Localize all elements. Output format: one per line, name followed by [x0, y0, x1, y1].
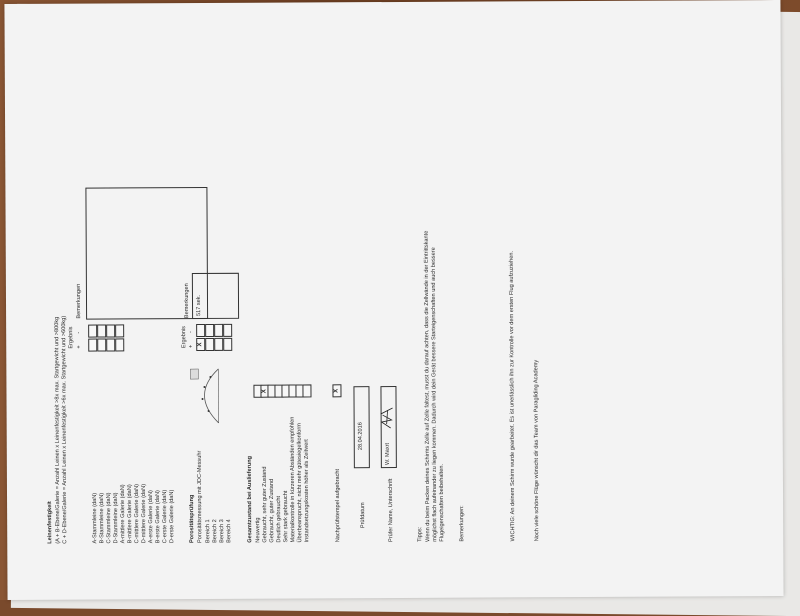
result-plus-checkbox[interactable]	[205, 338, 214, 351]
result-minus-checkbox[interactable]	[196, 324, 205, 337]
zustand-row: Sehr stark gebraucht	[283, 491, 289, 543]
formula-line-2: C + D-Ebene/Galerie = Anzahl Leinen x Le…	[61, 316, 68, 544]
plus-header: +	[76, 345, 82, 348]
result-plus-checkbox[interactable]	[223, 338, 232, 351]
bereich-row: Bereich 1	[205, 519, 211, 543]
result-minus-checkbox[interactable]	[205, 324, 214, 337]
zustand-checkbox[interactable]	[302, 384, 311, 397]
leine-row: A-mittlere Galerie (daN)	[120, 484, 126, 543]
plus-header: +	[188, 345, 194, 348]
leine-row: C-mittlere Galerie (daN)	[134, 484, 140, 543]
leine-row: B-erste Galerie (daN)	[155, 490, 161, 543]
zustand-row: Instandsetzungskosten höher als Zeitwert	[304, 439, 311, 542]
leine-row: C-Stammleine (daN)	[106, 492, 112, 543]
tipps-line: möglichst flach aufeinander zu liegen ko…	[431, 247, 439, 541]
section-title-gesamtzustand: Gesamtzustand bei Auslieferung	[247, 456, 254, 543]
result-minus-checkbox[interactable]	[214, 324, 223, 337]
leine-row: D-mittlere Galerie (daN)	[141, 484, 147, 543]
bereich-row: Bereich 2	[212, 519, 218, 543]
tipps-title: Tipps:	[417, 527, 423, 542]
section-title-leinenfestigkeit: Leinenfestigkeit	[47, 501, 53, 544]
result-plus-checkbox[interactable]	[106, 338, 115, 351]
porositaet-subtitle: Porositätsmessung mit JDC-Messuhr	[197, 451, 204, 543]
result-minus-checkbox[interactable]	[223, 324, 232, 337]
zustand-row: Gebraucht, sehr guter Zustand	[262, 466, 269, 542]
zustand-row: Materialkontrolle in kürzeren Abständen …	[290, 417, 297, 543]
zustand-row: Neuwertig	[255, 518, 261, 543]
leine-row: A-Stammleine (daN)	[92, 493, 98, 544]
minus-header: -	[188, 331, 194, 333]
result-plus-checkbox[interactable]	[214, 338, 223, 351]
pruefdatum-value: 28.04.2016	[358, 422, 364, 450]
porositaet-remark: 517 sek.	[196, 295, 202, 316]
ergebnis-header: Ergebnis	[68, 327, 74, 349]
pruefer-name-label: Prüfer Name, Unterschrift	[388, 479, 394, 542]
inspection-form-sheet: Leinenfestigkeit (A + B-Ebene/Galerie = …	[4, 0, 783, 600]
wichtig-notice: WICHTIG: An deinem Schirm wurde gearbeit…	[509, 251, 517, 541]
pruefer-name-value: W. Maxrt	[385, 443, 391, 465]
zustand-row: Gebraucht, guter Zustand	[269, 479, 275, 543]
section-title-porositaet: Porositätsprüfung	[189, 495, 195, 544]
result-minus-checkbox[interactable]	[106, 324, 115, 337]
glider-diagram	[188, 367, 236, 425]
nachpruefstempel-label: Nachprüfstempel aufgebracht	[335, 469, 342, 542]
ergebnis-header: Ergebnis	[181, 326, 187, 348]
minus-header: -	[76, 332, 82, 334]
nachpruefstempel-checkbox-checked[interactable]: X	[332, 384, 341, 397]
result-plus-checkbox-checked[interactable]: X	[196, 338, 205, 351]
bemerkungen-header: Bemerkungen	[184, 283, 190, 318]
signature-scribble-icon	[379, 402, 395, 432]
leine-row: D-Stammleine (daN)	[113, 492, 119, 543]
pruefdatum-label: Prüfdatum	[360, 502, 366, 528]
bemerkungen-title: Bemerkungen:	[459, 505, 465, 541]
result-plus-checkbox[interactable]	[97, 339, 106, 352]
leine-row: A-erste Galerie (daN)	[148, 490, 154, 543]
leine-row: C-erste Galerie (daN)	[162, 490, 168, 544]
leine-row: B-Stammleine (daN)	[99, 493, 105, 544]
tipps-line: Flugeigenschaften beibehalten.	[439, 464, 446, 542]
zustand-row: Überbeansprucht, nicht mehr gütesiegelko…	[297, 423, 304, 542]
leine-row: D-erste Galerie (daN)	[169, 490, 175, 544]
bemerkungen-header: Bemerkungen	[76, 284, 82, 319]
rotated-form-content: Leinenfestigkeit (A + B-Ebene/Galerie = …	[14, 0, 777, 564]
closing-greeting: Noch viele schöne Flüge wünscht dir das …	[533, 360, 540, 542]
result-minus-checkbox[interactable]	[115, 324, 124, 337]
bereich-row: Bereich 3	[219, 519, 225, 543]
result-minus-checkbox[interactable]	[97, 325, 106, 338]
result-minus-checkbox[interactable]	[88, 325, 97, 338]
result-plus-checkbox[interactable]	[115, 338, 124, 351]
result-plus-checkbox[interactable]	[88, 339, 97, 352]
bereich-row: Bereich 4	[226, 519, 232, 543]
zustand-row: Deutlich gebraucht	[276, 496, 282, 543]
leine-row: B-mittlere Galerie (daN)	[127, 484, 133, 543]
